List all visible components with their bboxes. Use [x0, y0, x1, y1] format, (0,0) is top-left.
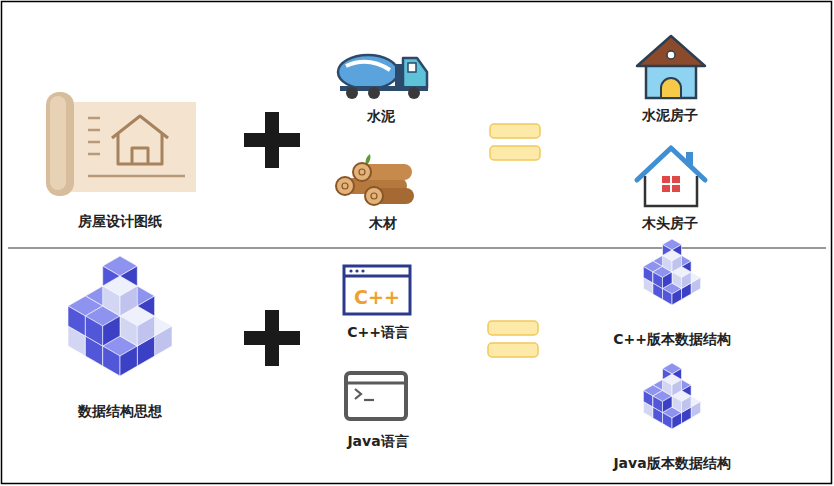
cube-face	[672, 256, 682, 273]
cube-face	[68, 306, 85, 336]
cube-face	[643, 267, 653, 284]
cube-face	[137, 316, 154, 346]
cube-face	[663, 256, 673, 273]
cube-face	[691, 402, 701, 419]
cube-face	[663, 413, 673, 430]
code-window-icon	[344, 266, 410, 314]
item-label: 水泥	[367, 108, 395, 125]
item-label: 数据结构思想	[78, 403, 162, 420]
cube-face	[85, 316, 102, 346]
item-label: C++语言	[347, 324, 409, 341]
cube-face	[663, 380, 673, 397]
cube-face	[103, 286, 120, 316]
wood-house-icon	[637, 148, 705, 206]
equals-sign	[490, 124, 540, 160]
terminal-icon	[346, 373, 406, 419]
item-label: 房屋设计图纸	[78, 213, 162, 230]
cube-face	[663, 396, 673, 413]
cube-face	[691, 278, 701, 295]
cube-face	[103, 346, 120, 376]
cube-face	[672, 289, 682, 306]
item-label: 木头房子	[642, 215, 698, 232]
item-label: 水泥房子	[642, 107, 698, 124]
item-label: C++版本数据结构	[613, 331, 731, 348]
cube-face	[653, 396, 663, 413]
item-label: Java版本数据结构	[613, 455, 730, 472]
cube-face	[103, 316, 120, 346]
plus-sign	[244, 310, 300, 366]
equals-sign	[488, 321, 538, 357]
cube-face	[672, 380, 682, 397]
cube-face	[682, 396, 692, 413]
plus-sign	[244, 112, 300, 168]
cement-truck-icon	[338, 55, 428, 99]
divider	[8, 247, 826, 248]
cube-clusters	[68, 239, 701, 429]
icon-text: C++	[354, 286, 400, 309]
item-label: Java语言	[347, 433, 408, 450]
cube-face	[155, 326, 172, 356]
blueprint-icon	[46, 92, 196, 196]
cement-house-icon	[637, 36, 705, 98]
cube-face	[120, 316, 137, 346]
cube-face	[653, 272, 663, 289]
cube-face	[672, 272, 682, 289]
cube-face	[672, 413, 682, 430]
cube-face	[643, 391, 653, 408]
logs-icon	[336, 154, 414, 205]
cube-face	[120, 286, 137, 316]
item-label: 木材	[369, 215, 397, 232]
cube-face	[663, 272, 673, 289]
cube-face	[682, 272, 692, 289]
cube-face	[120, 346, 137, 376]
cube-face	[672, 396, 682, 413]
cube-face	[663, 289, 673, 306]
